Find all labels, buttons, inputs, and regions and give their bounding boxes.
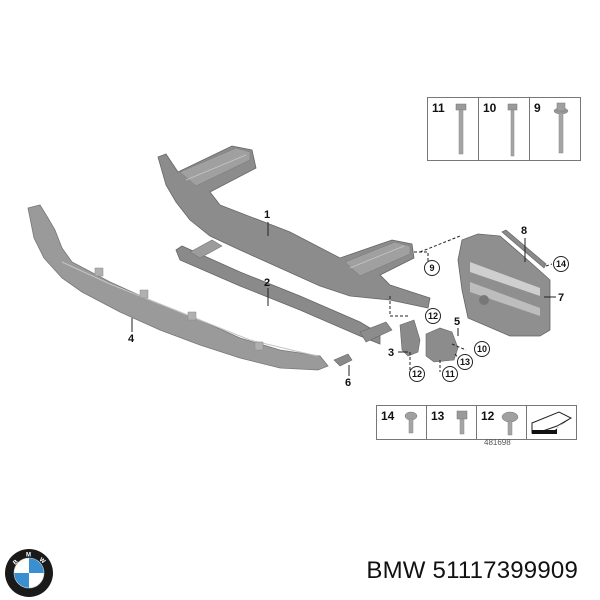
legend-number: 14 xyxy=(381,409,395,423)
legend-number: 9 xyxy=(534,101,541,115)
circled-ref-12-lower: 12 xyxy=(409,366,425,382)
circled-ref-14: 14 xyxy=(553,256,569,272)
callout-4: 4 xyxy=(128,333,135,345)
leader-lines xyxy=(131,222,556,376)
part-3-bracket[interactable] xyxy=(359,319,421,357)
svg-text:W: W xyxy=(38,557,46,565)
legend-cell-11: 11 xyxy=(428,98,479,160)
svg-text:M: M xyxy=(26,553,31,559)
fastener-legend-bottom: 14 13 12 xyxy=(376,405,577,440)
hex-flange-screw-icon xyxy=(456,410,468,435)
legend-cell-14: 14 xyxy=(377,406,427,439)
collar-screw-icon xyxy=(501,411,519,436)
catalog-number: 481698 xyxy=(484,438,511,447)
part-2-absorber-bar[interactable] xyxy=(175,239,381,345)
fastener-legend-top: 11 10 9 xyxy=(427,97,581,161)
torx-screw-icon xyxy=(404,411,418,434)
callout-3: 3 xyxy=(388,347,394,359)
bmw-logo: B M W xyxy=(5,549,53,597)
svg-text:12: 12 xyxy=(428,311,438,321)
svg-text:9: 9 xyxy=(429,263,434,273)
svg-text:12: 12 xyxy=(412,369,422,379)
legend-number: 10 xyxy=(483,101,497,115)
svg-text:B: B xyxy=(12,559,20,567)
legend-number: 11 xyxy=(432,101,445,115)
part-1-bumper-carrier[interactable] xyxy=(157,145,431,309)
callout-8: 8 xyxy=(521,225,527,237)
part-4-lower-carrier[interactable] xyxy=(27,204,329,371)
direction-arrow-icon xyxy=(531,411,573,434)
circled-ref-13: 13 xyxy=(457,354,473,370)
part-number-label: BMW 51117399909 xyxy=(366,557,578,584)
callout-6: 6 xyxy=(345,377,351,389)
long-hex-bolt-icon xyxy=(507,103,518,157)
legend-cell-10: 10 xyxy=(479,98,530,160)
svg-text:14: 14 xyxy=(556,259,566,269)
part-7-bracket[interactable] xyxy=(457,233,551,337)
circled-ref-11: 11 xyxy=(442,366,458,382)
legend-cell-arrow xyxy=(527,406,576,439)
svg-text:13: 13 xyxy=(460,357,470,367)
exploded-parts-diagram: 1 2 3 4 5 6 7 8 9 14 12 10 13 12 11 xyxy=(27,145,569,389)
long-hex-bolt-icon xyxy=(455,103,467,155)
legend-cell-9: 9 xyxy=(530,98,580,160)
circled-ref-10: 10 xyxy=(474,341,490,357)
callout-2: 2 xyxy=(264,277,270,289)
circled-ref-12-upper: 12 xyxy=(425,308,441,324)
legend-number: 13 xyxy=(431,409,445,423)
part-6-clip[interactable] xyxy=(333,353,353,367)
callout-5: 5 xyxy=(454,316,460,328)
legend-cell-12: 12 xyxy=(477,406,527,439)
svg-text:11: 11 xyxy=(445,369,455,379)
legend-cell-13: 13 xyxy=(427,406,477,439)
callout-1: 1 xyxy=(264,209,270,221)
flange-bolt-icon xyxy=(553,102,569,154)
circled-ref-9: 9 xyxy=(424,260,440,276)
callout-7: 7 xyxy=(558,292,564,304)
part-8-strip[interactable] xyxy=(501,229,547,269)
svg-text:10: 10 xyxy=(477,344,487,354)
legend-number: 12 xyxy=(481,409,495,423)
part-5-holder[interactable] xyxy=(425,327,459,363)
